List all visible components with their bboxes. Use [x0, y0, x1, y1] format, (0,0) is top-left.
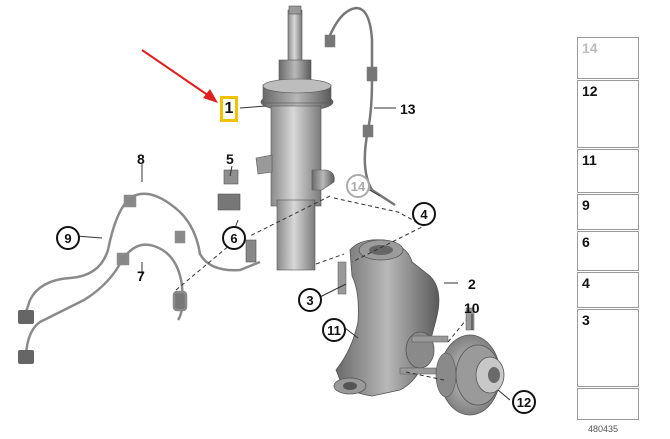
sensor-wire-13	[324, 6, 396, 207]
legend-item-14[interactable]: 14	[577, 37, 639, 79]
red-pointer-arrow	[141, 49, 218, 103]
callout-5[interactable]: 5	[226, 151, 234, 167]
callout-11[interactable]: 11	[322, 318, 346, 342]
harness-connectors	[18, 310, 34, 364]
callout-10[interactable]: 10	[464, 300, 480, 316]
callout-6[interactable]: 6	[222, 226, 246, 250]
mounting-bolts	[337, 261, 475, 375]
legend-number: 14	[582, 40, 598, 56]
callout-1[interactable]: 1	[220, 96, 238, 122]
legend-number: 12	[582, 83, 598, 99]
callout-13[interactable]: 13	[400, 101, 416, 117]
wire-harness-8	[24, 192, 261, 313]
legend-item-9[interactable]: 9	[577, 194, 639, 230]
callout-7[interactable]: 7	[137, 268, 145, 284]
callout-2[interactable]: 2	[468, 276, 476, 292]
callout-12[interactable]: 12	[512, 390, 536, 414]
legend-number: 9	[582, 197, 590, 213]
legend-item-4[interactable]: 4	[577, 272, 639, 308]
wire-harness-7	[24, 243, 188, 355]
callout-9[interactable]: 9	[56, 226, 80, 250]
wheel-hub	[435, 334, 505, 416]
parts-legend: 14 12 11 9 6 4 3	[577, 37, 639, 420]
legend-item-3[interactable]: 3	[577, 309, 639, 387]
arrow-left-icon[interactable]	[577, 388, 639, 420]
installation-guides	[175, 195, 467, 381]
callout-4[interactable]: 4	[412, 202, 436, 226]
legend-item-12[interactable]: 12	[577, 80, 639, 148]
legend-number: 3	[582, 312, 590, 328]
callout-8[interactable]: 8	[137, 151, 145, 167]
catalog-number: 480435	[588, 424, 619, 434]
leader-lines	[75, 105, 511, 401]
callout-14[interactable]: 14	[346, 174, 370, 198]
callout-3[interactable]: 3	[298, 288, 322, 312]
legend-number: 4	[582, 275, 590, 291]
strut-assembly	[255, 5, 335, 271]
legend-number: 6	[582, 234, 590, 250]
legend-item-11[interactable]: 11	[577, 149, 639, 193]
steering-knuckle	[333, 239, 440, 397]
legend-item-6[interactable]: 6	[577, 231, 639, 271]
legend-number: 11	[582, 152, 597, 168]
